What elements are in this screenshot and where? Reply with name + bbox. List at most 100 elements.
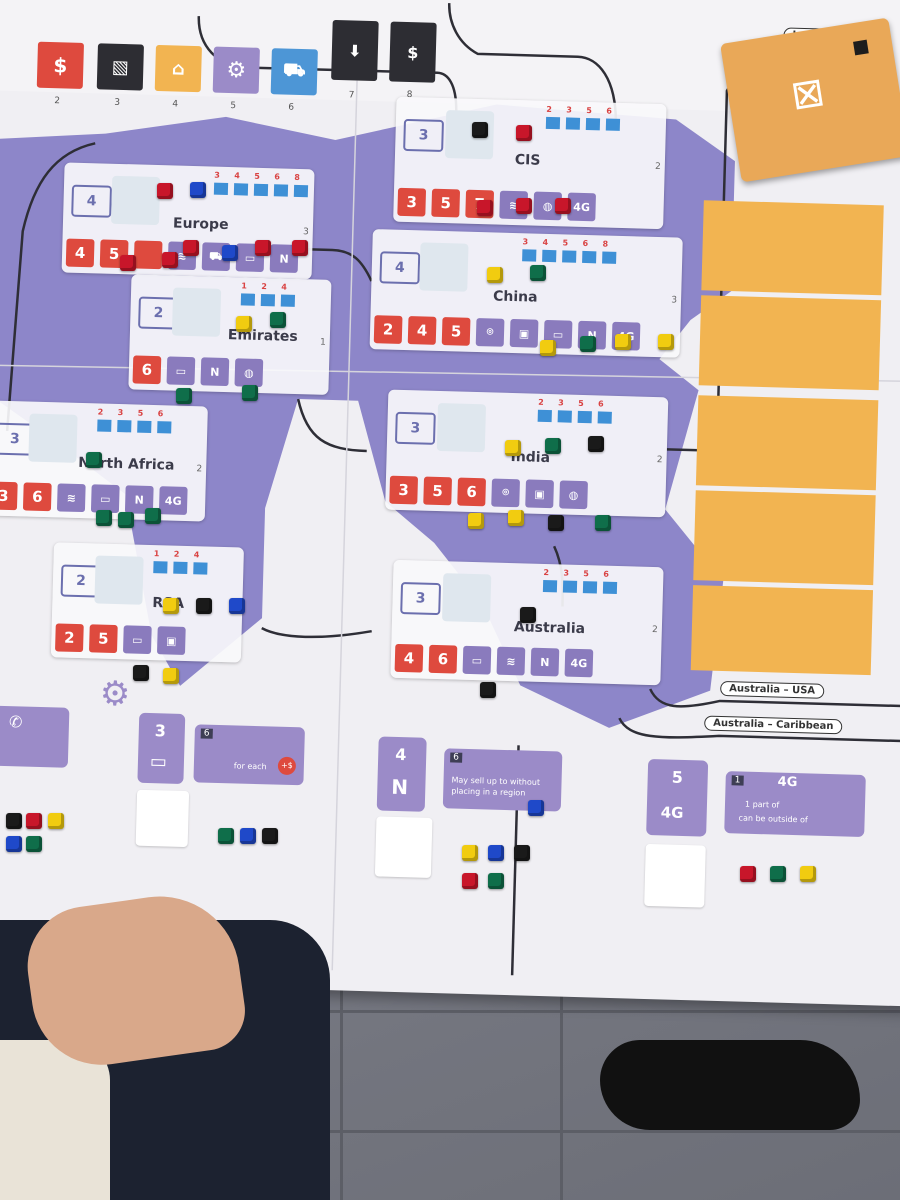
cube-red[interactable] bbox=[477, 200, 493, 216]
card-deck[interactable]: ⊠ ■ bbox=[720, 17, 900, 183]
cube-blue[interactable] bbox=[488, 845, 504, 861]
cube-yellow[interactable] bbox=[487, 267, 503, 283]
cube-green[interactable] bbox=[145, 508, 161, 524]
battery-icon: ▭ bbox=[122, 625, 152, 655]
region-card-north-africa[interactable]: 3 North Africa 2 3 5 6 2 3 6 ≋ ▭ N 4G bbox=[0, 400, 208, 522]
factory-bin[interactable] bbox=[374, 816, 433, 878]
region-name: CIS bbox=[514, 152, 541, 169]
cube-blue[interactable] bbox=[528, 800, 544, 816]
sim-icon: ▣ bbox=[525, 479, 554, 509]
cube-yellow[interactable] bbox=[462, 845, 478, 861]
cube-yellow[interactable] bbox=[236, 316, 252, 332]
order-space[interactable] bbox=[698, 295, 882, 391]
plus-dollar-icon: +$ bbox=[277, 756, 297, 776]
export-tile: ⬇ bbox=[331, 19, 379, 82]
cube-black[interactable] bbox=[6, 813, 22, 829]
cube-yellow[interactable] bbox=[540, 340, 556, 356]
cube-red[interactable] bbox=[157, 183, 173, 199]
cube-yellow[interactable] bbox=[48, 813, 64, 829]
cube-red[interactable] bbox=[162, 252, 178, 268]
factory-spot[interactable] bbox=[171, 287, 222, 337]
cube-red[interactable] bbox=[120, 255, 136, 271]
region-card-rsa[interactable]: 2 RSA 1 2 4 1 2 5 ▭ ▣ bbox=[50, 542, 244, 663]
cube-black[interactable] bbox=[548, 515, 564, 531]
cube-blue[interactable] bbox=[240, 828, 256, 844]
cube-yellow[interactable] bbox=[508, 510, 524, 526]
cube-green[interactable] bbox=[242, 385, 258, 401]
cube-red[interactable] bbox=[516, 125, 532, 141]
cube-black[interactable] bbox=[514, 845, 530, 861]
cube-black[interactable] bbox=[472, 122, 488, 138]
cube-green[interactable] bbox=[488, 873, 504, 889]
cube-yellow[interactable] bbox=[468, 513, 484, 529]
cube-yellow[interactable] bbox=[505, 440, 521, 456]
cube-red[interactable] bbox=[462, 873, 478, 889]
cube-blue[interactable] bbox=[229, 598, 245, 614]
cube-green[interactable] bbox=[545, 438, 561, 454]
cube-green[interactable] bbox=[595, 515, 611, 531]
cube-yellow[interactable] bbox=[163, 668, 179, 684]
cube-blue[interactable] bbox=[222, 245, 238, 261]
tech-panel-5: 1 4G 1 part of can be outside of bbox=[724, 771, 866, 838]
factory-spot[interactable] bbox=[441, 573, 492, 623]
cube-green[interactable] bbox=[176, 388, 192, 404]
cube-yellow[interactable] bbox=[800, 866, 816, 882]
wifi-icon: ≋ bbox=[56, 483, 86, 513]
strip-number-6: 6 bbox=[288, 102, 295, 113]
region-card-europe[interactable]: 4 Europe 3 4 5 6 8 3 4 5 ≋ ⛟ ▭ N bbox=[61, 162, 315, 280]
order-space[interactable] bbox=[701, 200, 884, 296]
cube-red[interactable] bbox=[740, 866, 756, 882]
factory-spot[interactable] bbox=[419, 242, 469, 292]
sale-slots: 2 3 5 6 bbox=[542, 568, 618, 595]
cube-black[interactable] bbox=[588, 436, 604, 452]
cube-black[interactable] bbox=[133, 665, 149, 681]
cube-green[interactable] bbox=[96, 510, 112, 526]
cube-green[interactable] bbox=[118, 512, 134, 528]
order-space[interactable] bbox=[693, 490, 876, 586]
cube-black[interactable] bbox=[520, 607, 536, 623]
cube-black[interactable] bbox=[196, 598, 212, 614]
region-card-china[interactable]: 4 China 3 4 5 6 8 3 2 4 5 ⌾ ▣ ▭ N 4G bbox=[369, 229, 683, 358]
cube-red[interactable] bbox=[292, 240, 308, 256]
truck-icon: 4 bbox=[71, 184, 113, 218]
order-space[interactable] bbox=[695, 395, 879, 491]
region-rank: 2 bbox=[654, 161, 661, 173]
cube-green[interactable] bbox=[86, 452, 102, 468]
factory-spot[interactable] bbox=[436, 402, 487, 453]
nfc-icon: N bbox=[391, 774, 409, 800]
cube-yellow[interactable] bbox=[615, 334, 631, 350]
tech-panel-3-number: 3 ▭ bbox=[137, 712, 186, 784]
order-space[interactable] bbox=[690, 585, 874, 676]
cube-blue[interactable] bbox=[190, 182, 206, 198]
region-rank: 2 bbox=[656, 455, 663, 466]
region-rank: 3 bbox=[671, 295, 678, 306]
cube-green[interactable] bbox=[26, 836, 42, 852]
cube-red[interactable] bbox=[183, 240, 199, 256]
factory-spot[interactable] bbox=[110, 175, 161, 226]
cube-green[interactable] bbox=[580, 336, 596, 352]
cube-black[interactable] bbox=[262, 828, 278, 844]
cube-yellow[interactable] bbox=[163, 598, 179, 614]
factory-bin[interactable] bbox=[135, 789, 190, 848]
cube-green[interactable] bbox=[770, 866, 786, 882]
cube-red[interactable] bbox=[26, 813, 42, 829]
cube-green[interactable] bbox=[270, 312, 286, 328]
cube-yellow[interactable] bbox=[658, 334, 674, 350]
cube-red[interactable] bbox=[555, 198, 571, 214]
cube-black[interactable] bbox=[480, 682, 496, 698]
4g-tile: 4G bbox=[158, 486, 188, 515]
factory-spot[interactable] bbox=[94, 555, 144, 605]
region-rank: 3 bbox=[302, 227, 309, 238]
cube-red[interactable] bbox=[516, 198, 532, 214]
factory-bin[interactable] bbox=[644, 843, 706, 908]
region-card-india[interactable]: 3 India 2 3 5 6 2 3 5 6 ⌾ ▣ ◍ bbox=[385, 389, 669, 518]
cube-red[interactable] bbox=[255, 240, 271, 256]
sale-slots: 2 3 5 6 bbox=[537, 398, 613, 424]
region-card-emirates[interactable]: 2 Emirates 1 2 4 1 6 ▭ N ◍ bbox=[128, 274, 332, 395]
gear-icon: ⚙ bbox=[99, 673, 131, 715]
cost-row: 4 6 ▭ ≋ N 4G bbox=[394, 643, 594, 678]
factory-spot[interactable] bbox=[28, 413, 78, 463]
cube-green[interactable] bbox=[530, 265, 546, 281]
cube-green[interactable] bbox=[218, 828, 234, 844]
cube-blue[interactable] bbox=[6, 836, 22, 852]
